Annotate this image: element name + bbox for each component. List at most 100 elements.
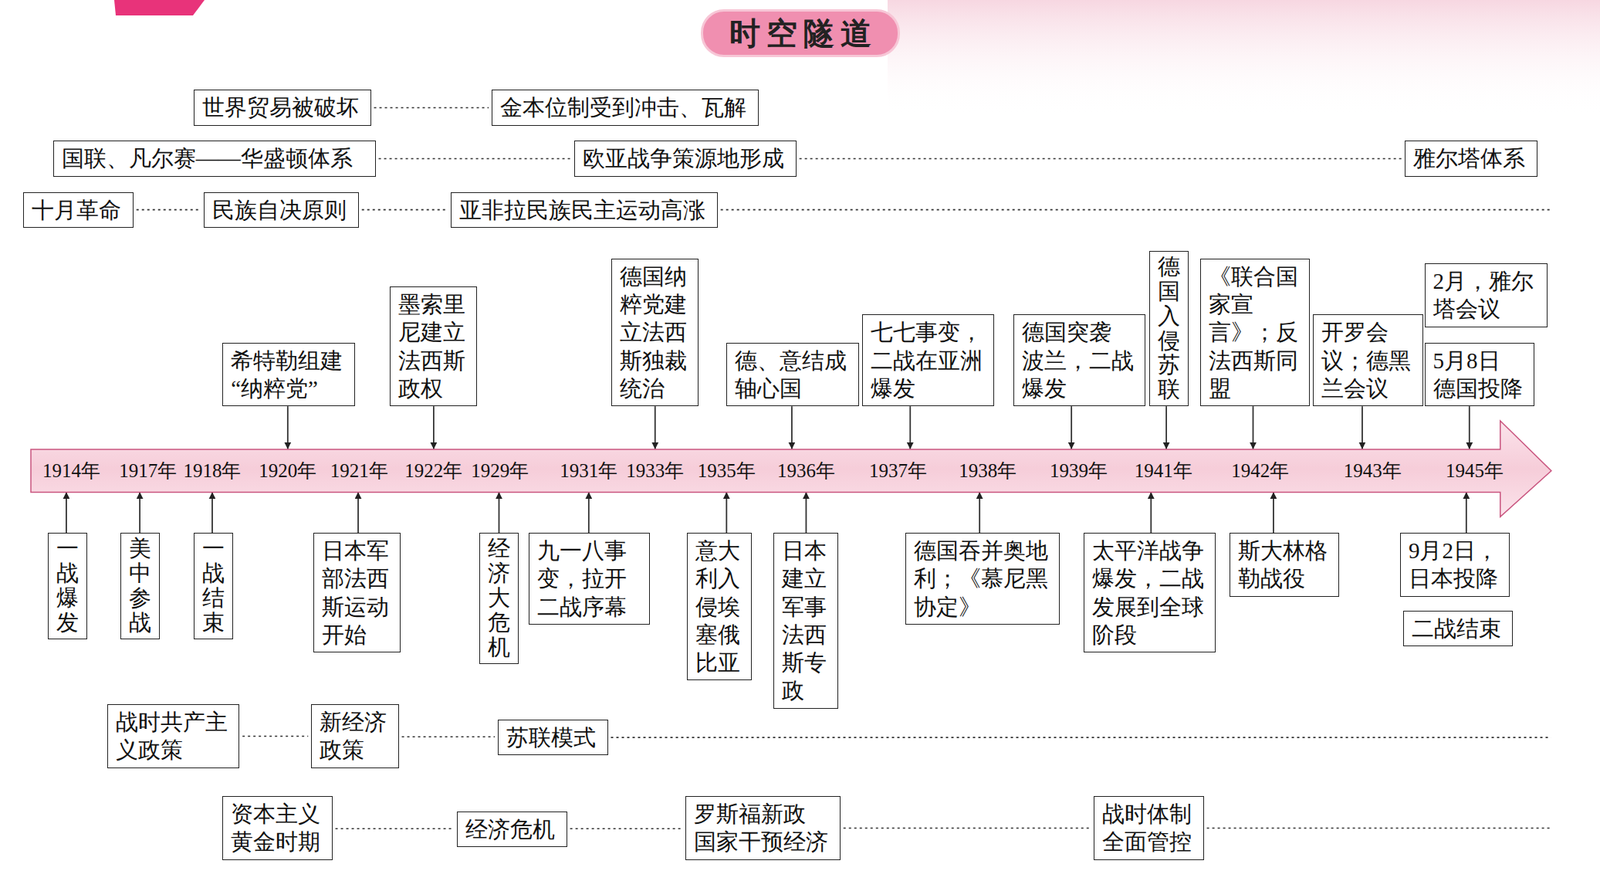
event-text: 5月8日 德国投降	[1433, 346, 1526, 403]
year-label: 1929年	[470, 460, 529, 481]
event-text: 二战结束	[1411, 614, 1505, 643]
timeline-pointer	[1468, 405, 1471, 450]
timeline-pointer	[978, 491, 981, 533]
year-label: 1918年	[182, 460, 241, 481]
event-text: 太平洋战争爆发，二战发展到全球阶段	[1092, 536, 1208, 649]
dotted-link	[378, 158, 572, 160]
event-text: 9月2日，日本投降	[1408, 536, 1502, 593]
year-label: 1935年	[697, 460, 756, 481]
timeline-pointer	[287, 405, 289, 450]
timeline-pointer	[588, 491, 590, 533]
year-label: 1941年	[1134, 460, 1193, 481]
event-column-box: 美中参战	[120, 532, 160, 640]
event-box: 苏联模式	[497, 719, 608, 755]
event-box: 日本军部法西斯运动开始	[313, 532, 401, 653]
year-label: 1914年	[42, 460, 101, 481]
event-text: 意大利入侵埃塞俄比亚	[695, 536, 744, 677]
event-box: 开罗会议；德黑兰会议	[1312, 314, 1423, 406]
event-text: 新经济政策	[319, 707, 390, 765]
event-text: 一战爆发	[56, 536, 79, 636]
year-label: 1942年	[1231, 460, 1289, 481]
event-column-box: 德国入侵苏联	[1149, 250, 1189, 406]
dotted-link	[136, 209, 202, 211]
event-box: 德国吞并奥地利；《慕尼黑协定》	[905, 532, 1060, 625]
dotted-link	[335, 828, 455, 830]
event-text: 《联合国家宣言》；反法西斯同盟	[1208, 262, 1302, 403]
event-text: 国联、凡尔赛——华盛顿体系	[61, 144, 368, 173]
event-box: 意大利入侵埃塞俄比亚	[686, 532, 752, 680]
event-box: 战时共产主义政策	[107, 703, 240, 768]
event-text: 美中参战	[128, 536, 152, 636]
title-badge: 时空隧道	[700, 9, 900, 58]
event-text: 德国吞并奥地利；《慕尼黑协定》	[913, 536, 1052, 621]
dotted-link	[361, 209, 449, 211]
timeline-pointer	[498, 491, 501, 533]
timeline-pointer	[1165, 405, 1168, 450]
event-column-box: 一战结束	[193, 532, 234, 640]
year-label: 1931年	[559, 460, 618, 481]
timeline-pointer	[805, 491, 808, 533]
event-box: 9月2日，日本投降	[1400, 532, 1510, 597]
event-column-box: 经济大危机	[479, 532, 519, 664]
event-box: 世界贸易被破坏	[193, 89, 371, 126]
timeline-pointer	[357, 491, 359, 533]
event-text: 十月革命	[31, 196, 125, 224]
event-text: 希特勒组建“纳粹党”	[230, 346, 346, 403]
event-text: 经济大危机	[487, 536, 511, 660]
event-box: 十月革命	[23, 192, 133, 228]
dotted-continuation	[720, 209, 1552, 211]
event-column-box: 一战爆发	[47, 532, 88, 640]
timeline-pointer	[1272, 491, 1275, 533]
dotted-link	[799, 158, 1403, 160]
timeline-pointer	[1465, 491, 1468, 533]
event-box: 德国纳粹党建立法西斯独裁统治	[611, 258, 699, 406]
event-box: 经济危机	[456, 811, 567, 847]
event-text: 雅尔塔体系	[1413, 144, 1529, 173]
event-box: 雅尔塔体系	[1404, 140, 1537, 176]
year-label: 1945年	[1445, 460, 1504, 481]
event-box: 二战结束	[1403, 610, 1513, 647]
event-text: 罗斯福新政 国家干预经济	[693, 799, 832, 856]
event-text: 一战结束	[202, 536, 225, 636]
event-text: 开罗会议；德黑兰会议	[1321, 317, 1414, 403]
event-box: 欧亚战争策源地形成	[574, 140, 796, 176]
year-label: 1937年	[869, 460, 927, 481]
event-box: 日本建立军事法西斯专政	[773, 532, 839, 709]
timeline-pointer	[1150, 491, 1152, 533]
timeline-pointer	[1070, 405, 1073, 450]
timeline-pointer	[654, 405, 657, 450]
year-label: 1939年	[1049, 460, 1108, 481]
event-text: 墨索里尼建立法西斯政权	[398, 290, 469, 403]
event-text: 经济危机	[465, 815, 559, 843]
corner-tab	[114, 0, 205, 16]
year-label: 1938年	[958, 460, 1017, 481]
event-text: 资本主义黄金时期	[230, 799, 324, 856]
event-text: 世界贸易被破坏	[202, 93, 362, 122]
year-label: 1933年	[625, 460, 684, 481]
timeline-arrow: 1914年1917年1918年1920年1921年1922年1929年1931年…	[30, 449, 1501, 493]
timeline-pointer	[791, 405, 793, 450]
cloud-ground	[887, 0, 1600, 116]
event-text: 德国入侵苏联	[1157, 254, 1181, 403]
year-label: 1943年	[1343, 460, 1402, 481]
dotted-link	[402, 736, 496, 738]
year-label: 1921年	[330, 460, 389, 481]
event-box: 七七事变，二战在亚洲爆发	[862, 314, 995, 406]
dotted-link	[843, 827, 1091, 829]
event-text: 苏联模式	[506, 723, 599, 751]
event-text: 民族自决原则	[212, 196, 350, 224]
event-text: 德、意结成轴心国	[734, 346, 850, 403]
event-box: 5月8日 德国投降	[1424, 342, 1535, 407]
event-box: 民族自决原则	[203, 192, 359, 228]
dotted-continuation	[611, 736, 1552, 738]
event-text: 斯大林格勒战役	[1238, 536, 1331, 593]
dotted-link	[242, 735, 308, 738]
event-box: 太平洋战争爆发，二战发展到全球阶段	[1083, 532, 1216, 653]
event-box: 国联、凡尔赛——华盛顿体系	[53, 140, 376, 176]
event-box: 《联合国家宣言》；反法西斯同盟	[1200, 258, 1310, 406]
event-box: 资本主义黄金时期	[222, 795, 332, 860]
year-label: 1922年	[404, 460, 463, 481]
year-label: 1936年	[777, 460, 836, 481]
